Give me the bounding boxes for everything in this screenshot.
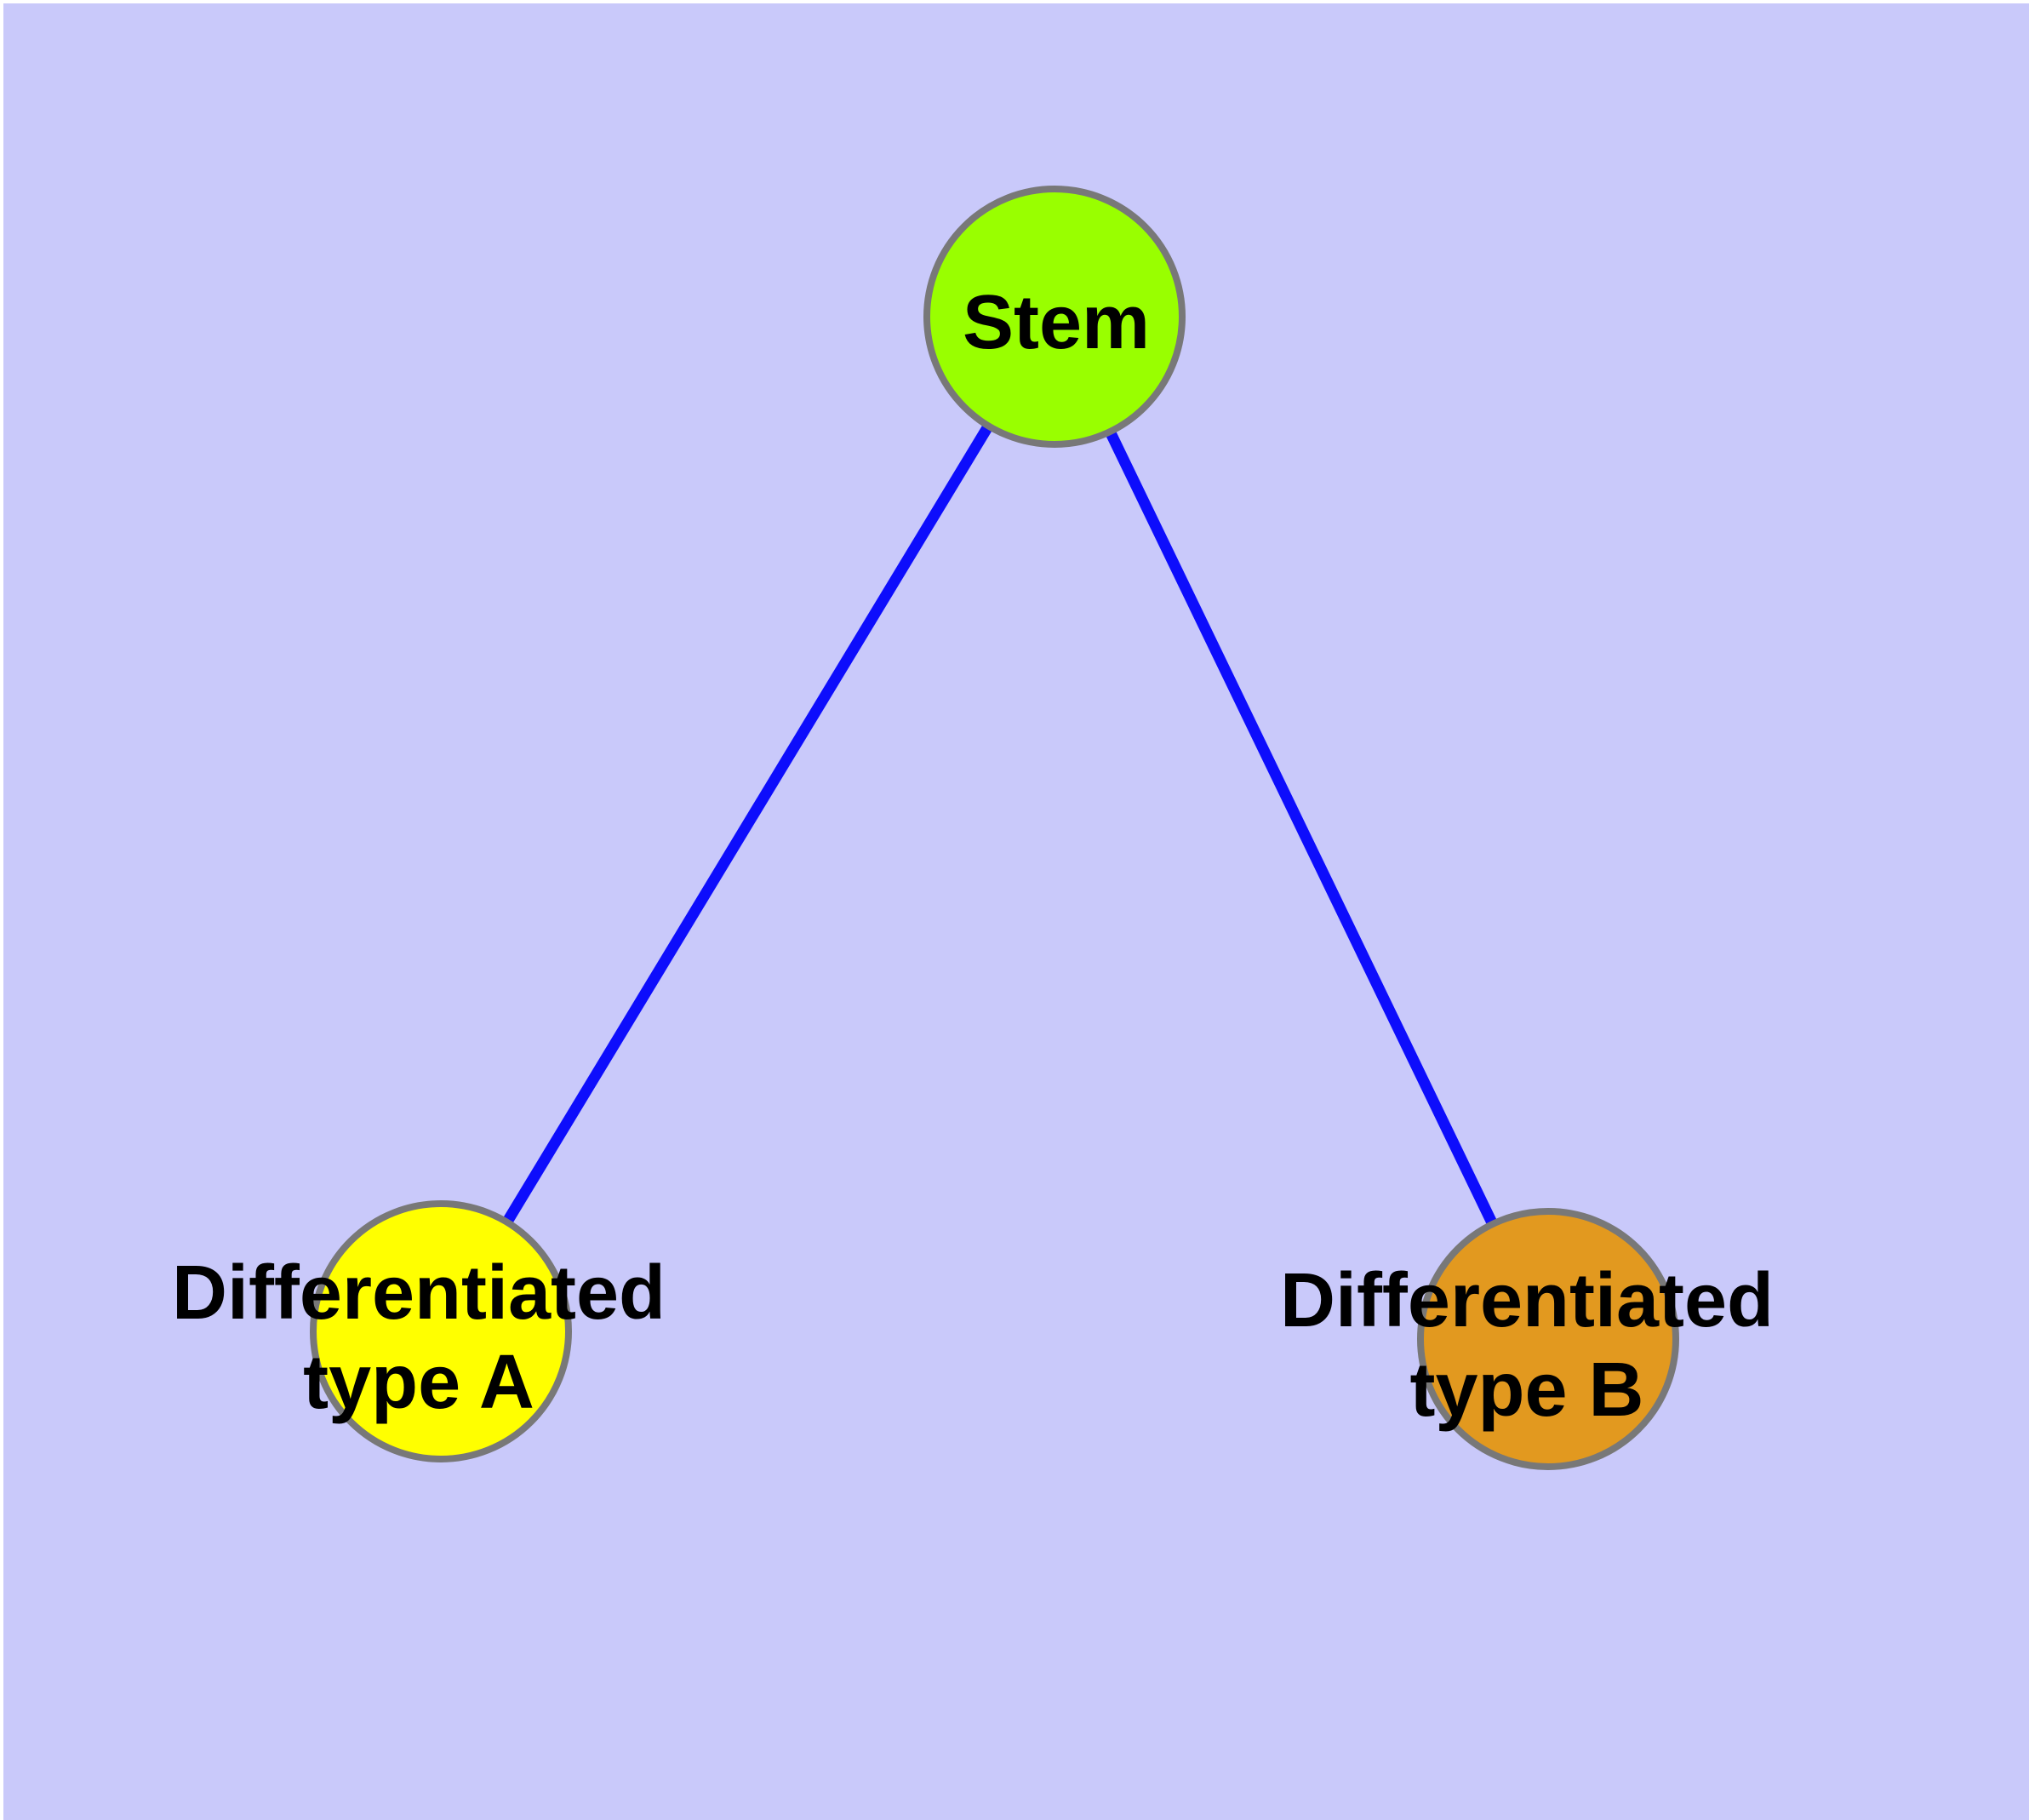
node-label-line: type A — [303, 1340, 534, 1425]
node-circle-stem — [923, 186, 1186, 448]
edge-stem-to-diff-b — [1049, 314, 1553, 1342]
node-label-line: Stem — [963, 280, 1150, 365]
node-label-stem: Stem — [963, 280, 1150, 365]
edge-stem-to-diff-a — [436, 313, 1060, 1335]
node-label-line: type B — [1409, 1348, 1643, 1433]
node-label-line: Differentiated — [1280, 1258, 1774, 1343]
node-circle-diff-a — [310, 1200, 572, 1462]
node-label-line: Differentiated — [172, 1251, 666, 1336]
node-circle-diff-b — [1417, 1208, 1679, 1470]
